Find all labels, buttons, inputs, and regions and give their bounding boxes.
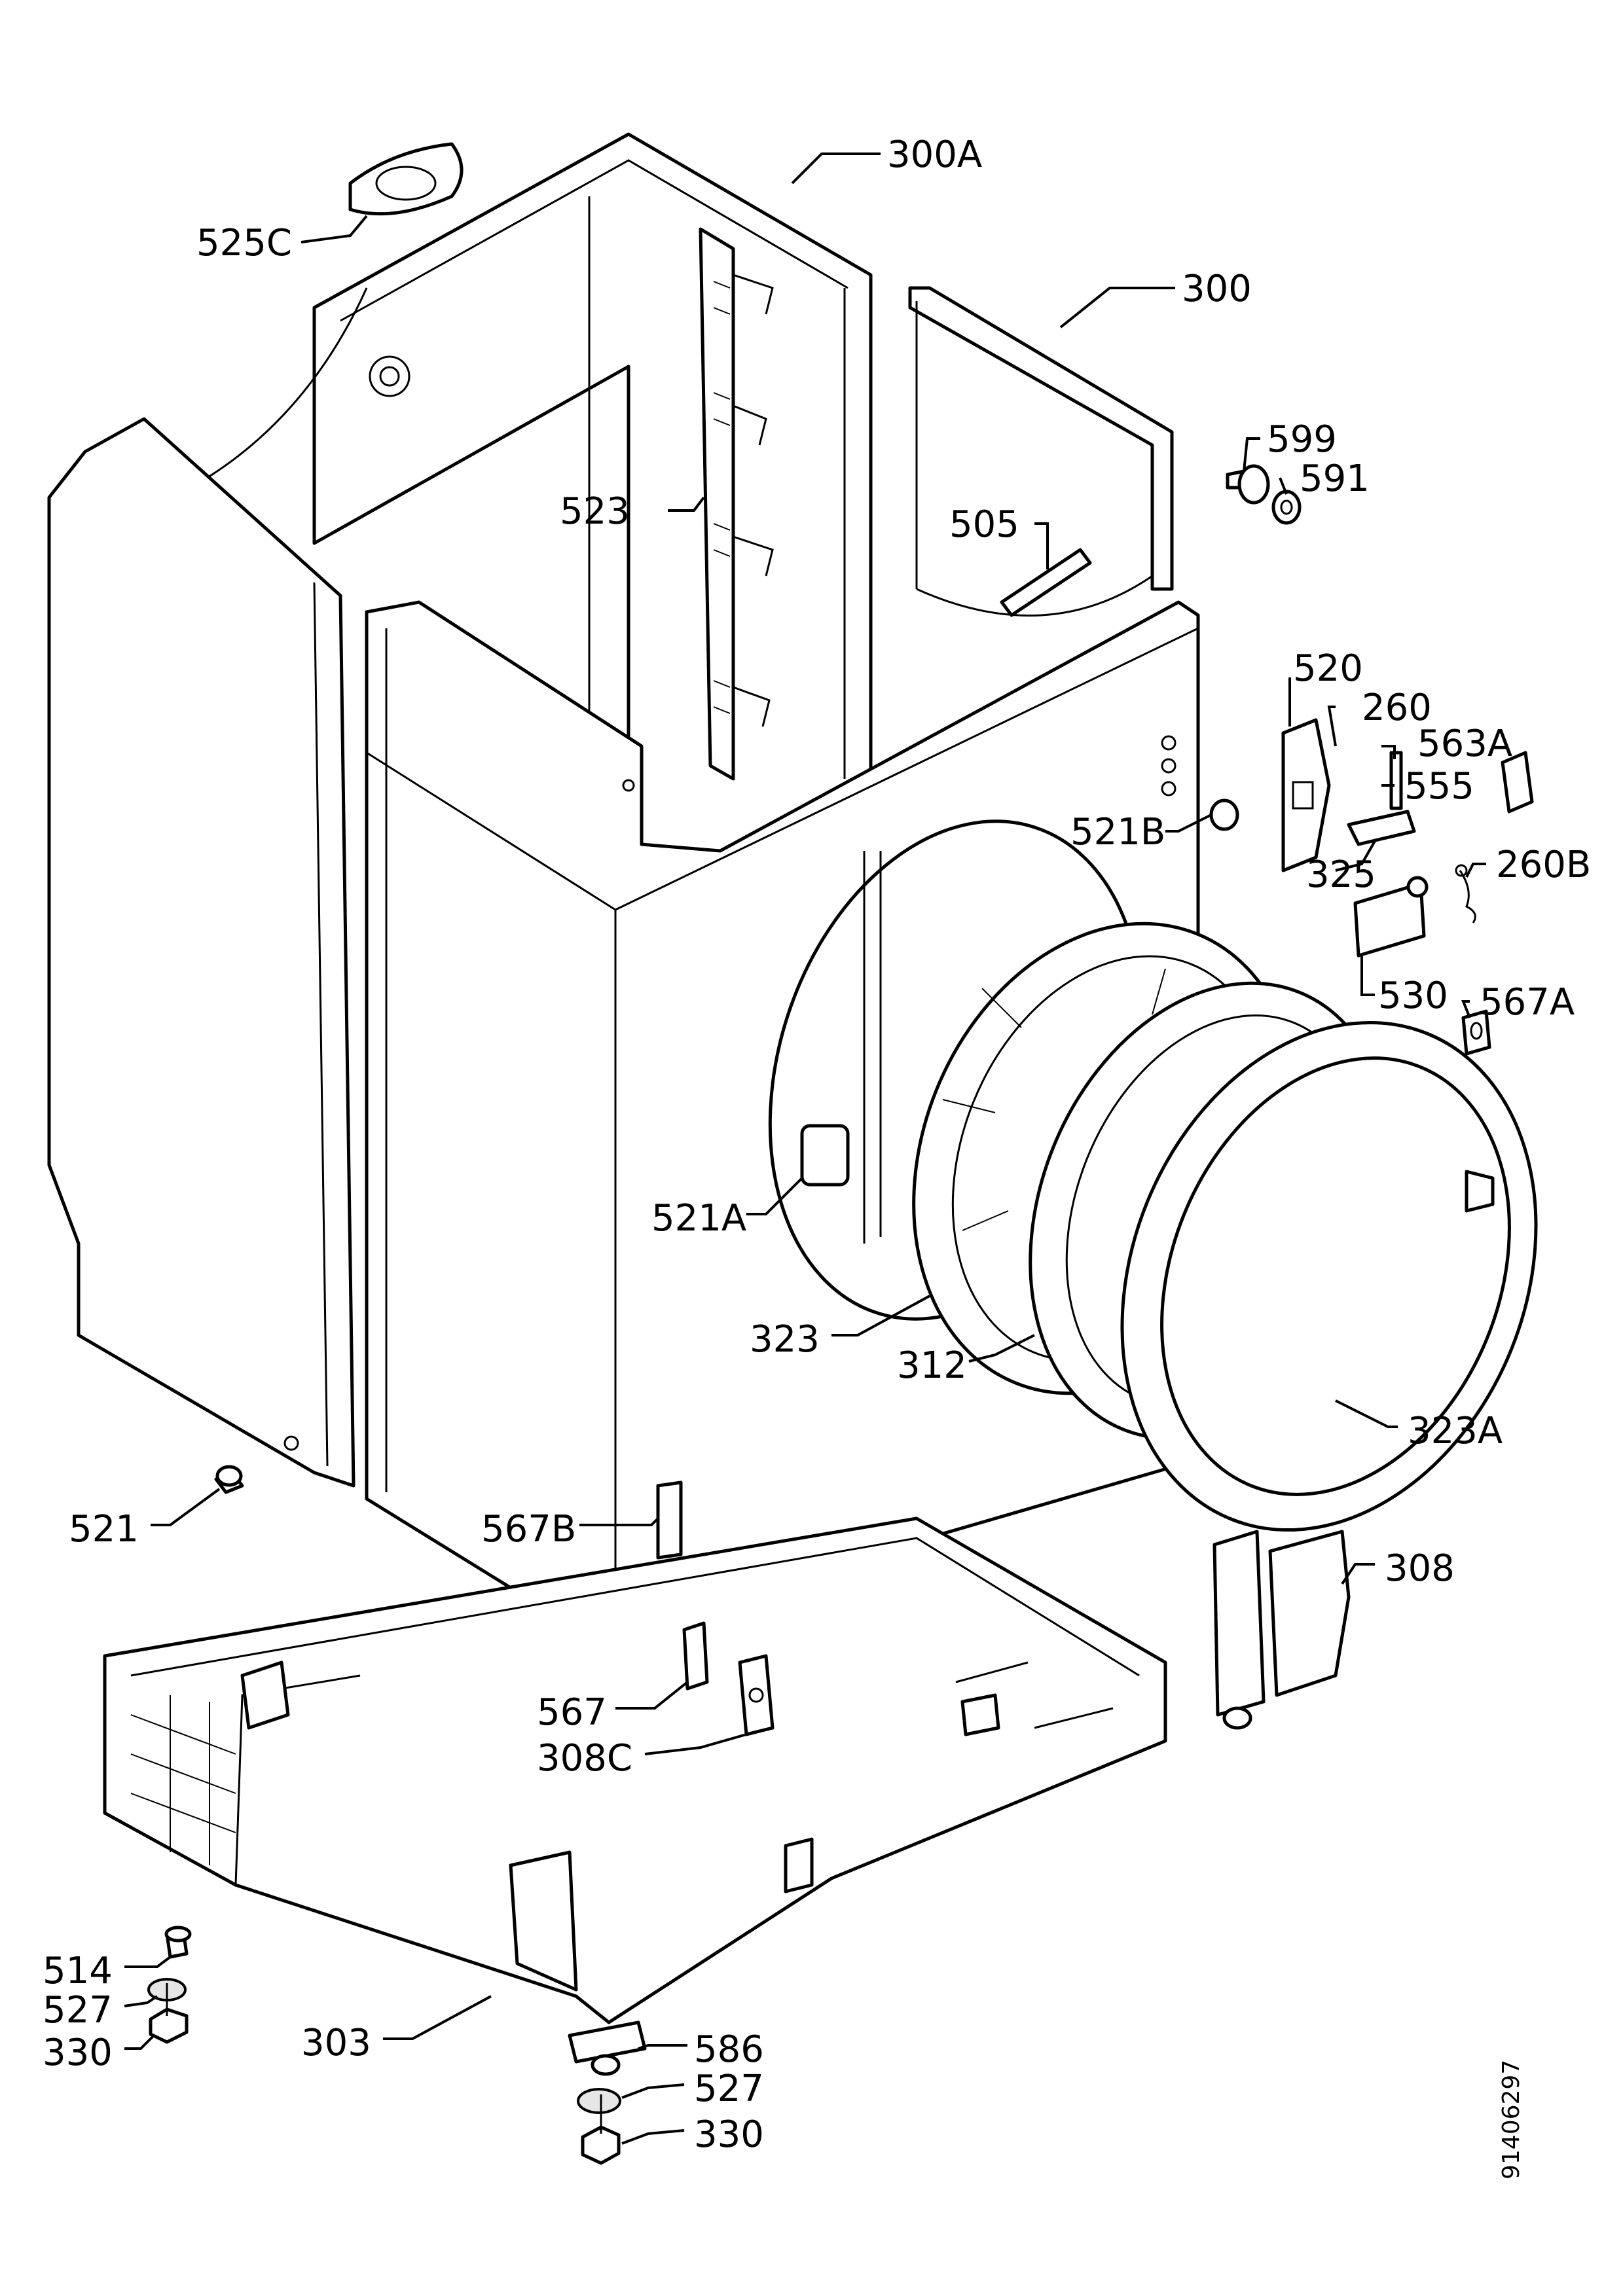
washer-591 bbox=[1271, 490, 1302, 525]
foot-right bbox=[568, 2020, 647, 2165]
label-525c: 525C bbox=[196, 222, 292, 264]
label-325: 325 bbox=[1306, 853, 1376, 896]
label-527-left: 527 bbox=[43, 1989, 113, 2032]
label-586: 586 bbox=[694, 2028, 764, 2071]
label-514: 514 bbox=[43, 1950, 113, 1992]
label-520: 520 bbox=[1293, 647, 1363, 690]
document-number: 91406297 bbox=[1498, 2060, 1525, 2179]
label-527-right: 527 bbox=[694, 2068, 764, 2110]
clip-555 bbox=[1501, 751, 1534, 814]
label-308c: 308C bbox=[537, 1737, 632, 1780]
label-308: 308 bbox=[1385, 1547, 1455, 1590]
pad-567a bbox=[1461, 1009, 1491, 1056]
screw-521 bbox=[214, 1465, 244, 1494]
label-567a: 567A bbox=[1480, 981, 1575, 1024]
label-599: 599 bbox=[1267, 418, 1337, 461]
pin-563a bbox=[1389, 751, 1403, 810]
label-330-right: 330 bbox=[694, 2113, 764, 2156]
callout-labels: 300A 525C 300 599 591 523 505 520 260 56… bbox=[43, 134, 1591, 2179]
label-323: 323 bbox=[750, 1318, 820, 1361]
label-530: 530 bbox=[1378, 975, 1448, 1017]
label-300a: 300A bbox=[887, 134, 982, 176]
rail-bracket-523 bbox=[699, 227, 774, 781]
label-591: 591 bbox=[1300, 457, 1370, 500]
lever-325 bbox=[1347, 810, 1416, 846]
label-323a: 323A bbox=[1408, 1410, 1503, 1452]
leader-lines bbox=[124, 152, 1486, 2145]
clip-525c bbox=[348, 142, 464, 216]
label-312: 312 bbox=[897, 1344, 967, 1387]
top-frame-300 bbox=[908, 286, 1174, 617]
bracket-567 bbox=[682, 1621, 709, 1691]
base-frame-303 bbox=[103, 1516, 1167, 2024]
label-521b: 521B bbox=[1070, 811, 1165, 853]
foot-left bbox=[147, 1926, 192, 2044]
lock-520 bbox=[1281, 718, 1331, 872]
label-260: 260 bbox=[1362, 687, 1432, 729]
label-330-left: 330 bbox=[43, 2032, 113, 2074]
label-567: 567 bbox=[537, 1691, 607, 1734]
bracket-308c bbox=[738, 1654, 775, 1736]
label-303: 303 bbox=[301, 2022, 371, 2064]
door-ring-323a bbox=[1120, 1020, 1538, 1532]
hinge-308 bbox=[1213, 1530, 1351, 1730]
label-300: 300 bbox=[1182, 268, 1252, 310]
bracket-567b bbox=[656, 1480, 683, 1560]
label-521: 521 bbox=[69, 1508, 139, 1551]
label-523: 523 bbox=[560, 490, 630, 533]
plug-521b bbox=[1209, 798, 1239, 831]
rod-505 bbox=[1000, 548, 1092, 617]
label-521a: 521A bbox=[651, 1197, 746, 1240]
left-side-panel bbox=[47, 417, 356, 1488]
label-505: 505 bbox=[949, 503, 1019, 546]
screw-599 bbox=[1226, 464, 1270, 505]
label-260b: 260B bbox=[1496, 844, 1591, 886]
label-563a: 563A bbox=[1417, 723, 1512, 765]
label-567b: 567B bbox=[481, 1508, 576, 1551]
switch-530 bbox=[1353, 876, 1429, 958]
label-555: 555 bbox=[1404, 765, 1474, 808]
spring-260b bbox=[1455, 864, 1476, 924]
